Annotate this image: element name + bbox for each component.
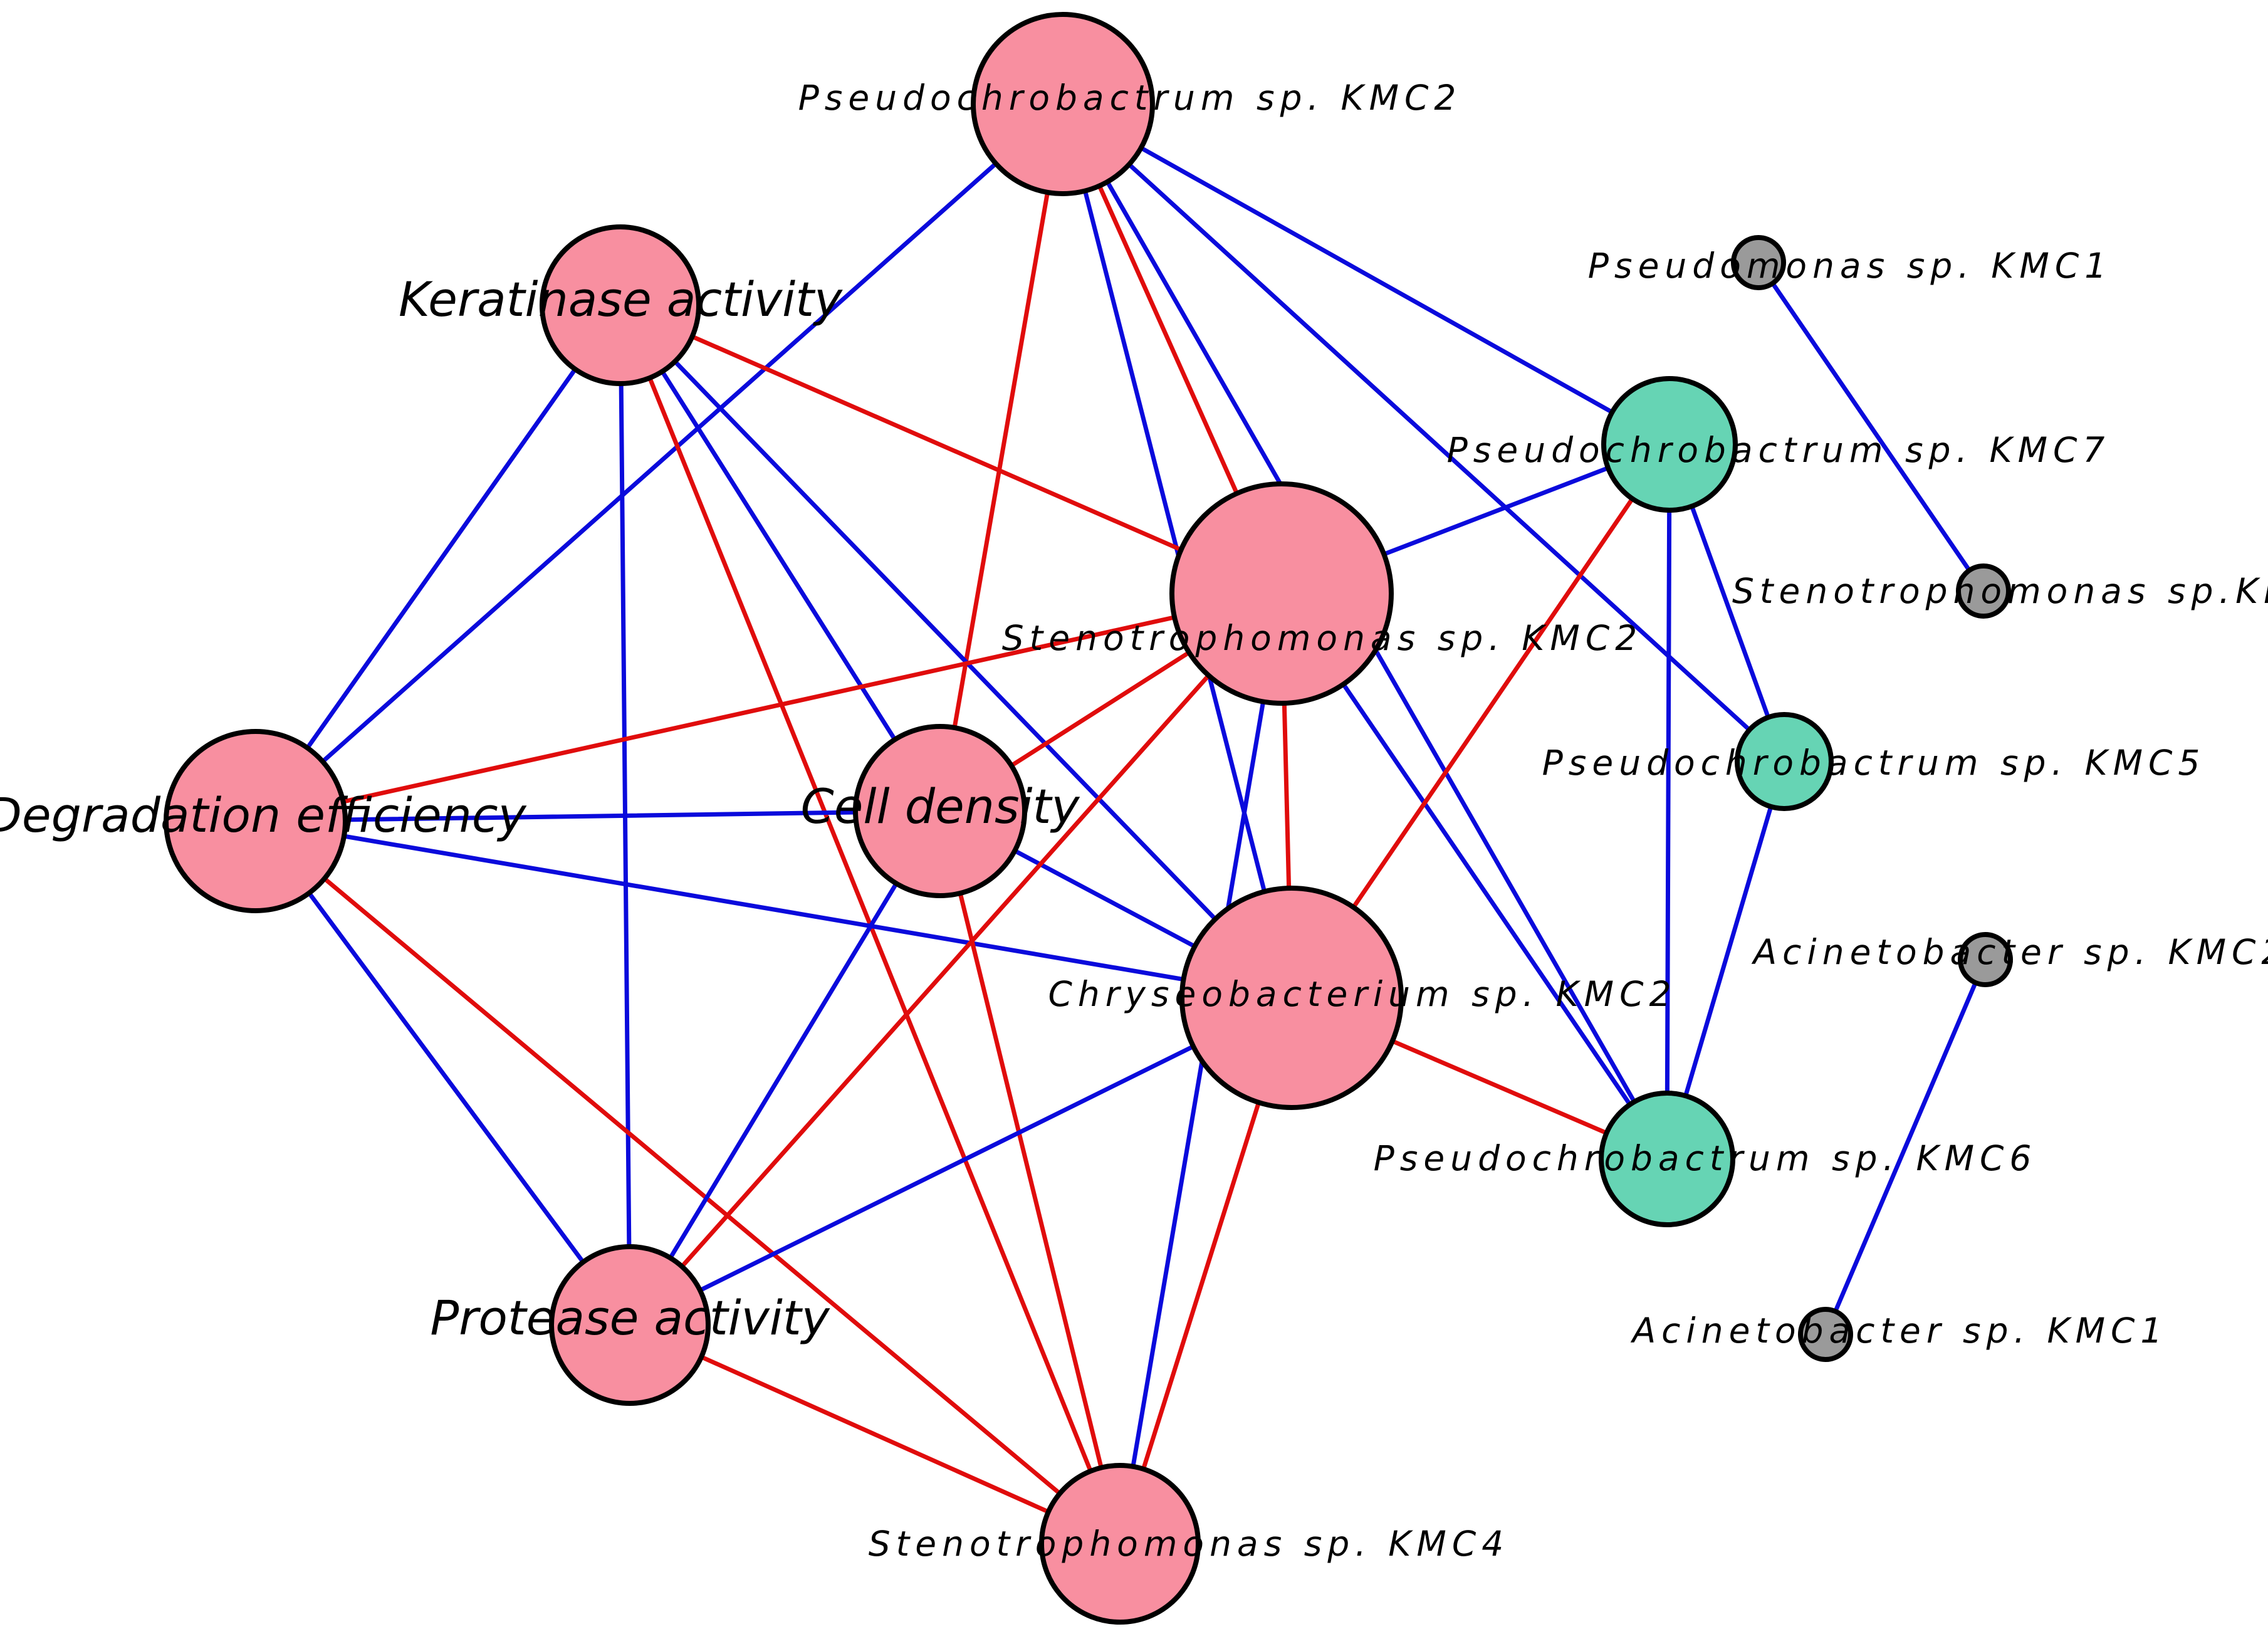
node-pkmc7	[1601, 376, 1738, 513]
node-label-akmc1: Acinetobacter sp. KMC1	[1631, 1311, 2168, 1351]
node-label-celldensity: Cell density	[801, 778, 1080, 834]
node-celldensity	[853, 724, 1027, 898]
node-label-skmc3: Stenotrophomonas sp.KMC3	[1732, 571, 2268, 611]
edge-negative-akmc2-akmc1	[1823, 957, 1988, 1337]
node-pkmc5	[1735, 712, 1834, 811]
node-keratinase	[540, 224, 701, 386]
node-skmc2	[1169, 481, 1394, 706]
edge-negative-skmc2-skmc4	[1117, 591, 1284, 1546]
node-skmc4	[1039, 1463, 1201, 1625]
edge-negative-keratinase-ckmc2	[618, 303, 1294, 1000]
edge-positive-celldensity-skmc4	[938, 809, 1122, 1546]
edge-negative-keratinase-celldensity	[618, 303, 943, 814]
node-protease	[549, 1244, 711, 1406]
node-pkmc6	[1599, 1091, 1735, 1227]
edge-negative-skmc2-pkmc6	[1279, 591, 1670, 1161]
node-label-pkmc6: Pseudochrobactrum sp. KMC6	[1374, 1138, 2037, 1178]
node-label-pkmc2: Pseudochrobactrum sp. KMC2	[798, 78, 1462, 118]
node-label-skmc4: Stenotrophomonas sp. KMC4	[869, 1524, 1509, 1564]
edge-negative-pkmc5-pkmc6	[1664, 759, 1787, 1161]
node-degradation	[164, 729, 348, 913]
node-label-pskmc1: Pseudomonas sp. KMC1	[1588, 246, 2112, 286]
node-skmc3	[1956, 563, 2011, 619]
edge-negative-pkmc2-degradation	[253, 102, 1065, 824]
node-label-ckmc2: Chryseobacterium sp. KMC2	[1048, 974, 1676, 1014]
edge-negative-degradation-celldensity	[253, 809, 943, 824]
node-label-keratinase: Keratinase activity	[399, 271, 843, 327]
node-akmc1	[1798, 1307, 1853, 1362]
edge-positive-degradation-skmc4	[253, 819, 1122, 1546]
node-label-pkmc5: Pseudochrobactrum sp. KMC5	[1542, 743, 2206, 783]
node-label-degradation: Degradation efficiency	[0, 787, 527, 843]
edge-negative-keratinase-degradation	[253, 303, 623, 824]
edge-negative-degradation-ckmc2	[253, 819, 1294, 1000]
edge-negative-ckmc2-protease	[627, 995, 1294, 1328]
nodes-layer	[164, 12, 2013, 1625]
edge-positive-protease-skmc4	[627, 1323, 1122, 1546]
node-label-skmc2: Stenotrophomonas sp. KMC2	[1002, 618, 1643, 658]
node-pskmc1	[1731, 235, 1786, 290]
node-label-protease: Protease activity	[430, 1290, 830, 1346]
edge-negative-pkmc2-pkmc5	[1060, 102, 1787, 764]
node-akmc2	[1958, 932, 2013, 987]
edge-positive-pkmc2-celldensity	[938, 102, 1065, 814]
edge-negative-celldensity-protease	[627, 809, 943, 1328]
edge-negative-pkmc7-pkmc6	[1664, 442, 1672, 1161]
node-label-akmc2: Acinetobacter sp. KMC2	[1752, 932, 2268, 972]
edge-negative-degradation-protease	[253, 819, 632, 1328]
edge-negative-pkmc2-ckmc2	[1060, 102, 1294, 1000]
node-label-pkmc7: Pseudochrobactrum sp. KMC7	[1447, 430, 2111, 470]
edge-positive-keratinase-skmc2	[618, 303, 1284, 596]
node-pkmc2	[971, 12, 1155, 196]
edge-positive-skmc2-protease	[627, 591, 1284, 1328]
edge-negative-pskmc1-skmc3	[1756, 260, 1986, 594]
edge-positive-degradation-skmc2	[253, 591, 1284, 824]
node-ckmc2	[1179, 886, 1404, 1110]
edge-negative-pkmc2-pkmc7	[1060, 102, 1672, 447]
